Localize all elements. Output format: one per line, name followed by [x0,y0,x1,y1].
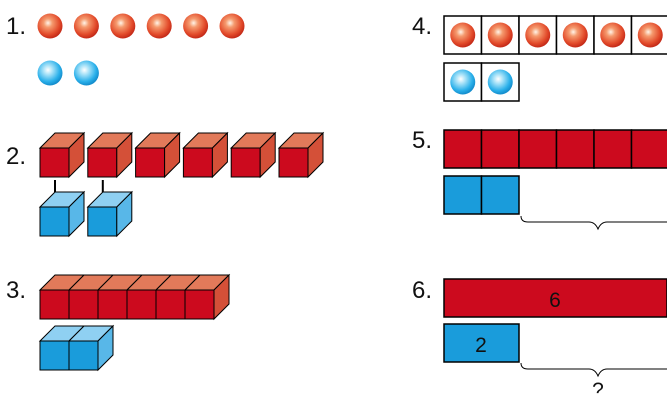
red-counter [600,23,625,48]
difference-brace [521,216,667,229]
difference-brace [521,363,667,376]
cube-face [69,341,98,370]
panel-3-cube-trains [40,275,229,370]
red-square [482,130,520,168]
cube-face [40,341,69,370]
red-cube [231,133,275,177]
panel-5-strip-squares [444,130,667,229]
red-counter [38,14,63,39]
panel-6-bar-model: 6 2 ? [444,279,667,394]
blue-counter [450,70,475,95]
panel-4-counter-frames [444,16,667,101]
panel-3-label: 3. [6,277,26,304]
blue-cube [40,192,84,236]
cube-face [127,290,156,319]
blue-counter [488,70,513,95]
blue-cube [88,192,132,236]
red-square [444,130,482,168]
difference-label: ? [592,379,604,394]
red-counter [488,23,513,48]
panel-2-label: 2. [6,143,26,170]
red-cube [136,133,180,177]
red-cube-train [40,275,229,319]
blue-cube-train [40,326,113,370]
red-counter [220,14,245,39]
red-bar-value: 6 [549,289,561,312]
red-square [594,130,632,168]
cube-face [156,290,185,319]
red-cube [183,133,227,177]
red-cube [40,133,84,177]
red-square [557,130,595,168]
blue-square [444,176,482,214]
cube-face [40,290,69,319]
cube-face [185,290,214,319]
red-counter [563,23,588,48]
panel-2-matched-cubes [40,133,323,236]
red-counter [147,14,172,39]
red-cube [279,133,323,177]
blue-bar-value: 2 [475,334,487,357]
blue-counter [74,61,99,86]
red-counter [74,14,99,39]
panel-5-label: 5. [412,127,432,154]
blue-counter [38,61,63,86]
red-counter [110,14,135,39]
red-cube [88,133,132,177]
red-square [519,130,557,168]
cube-face [98,290,127,319]
red-counter [183,14,208,39]
panel-4-label: 4. [412,13,432,40]
panel-1-label: 1. [6,13,26,40]
red-counter [525,23,550,48]
red-counter [450,23,475,48]
blue-square [482,176,520,214]
panel-6-label: 6. [412,277,432,304]
red-counter [638,23,663,48]
panel-1-counters [38,14,245,86]
red-square [632,130,667,168]
cube-face [69,290,98,319]
